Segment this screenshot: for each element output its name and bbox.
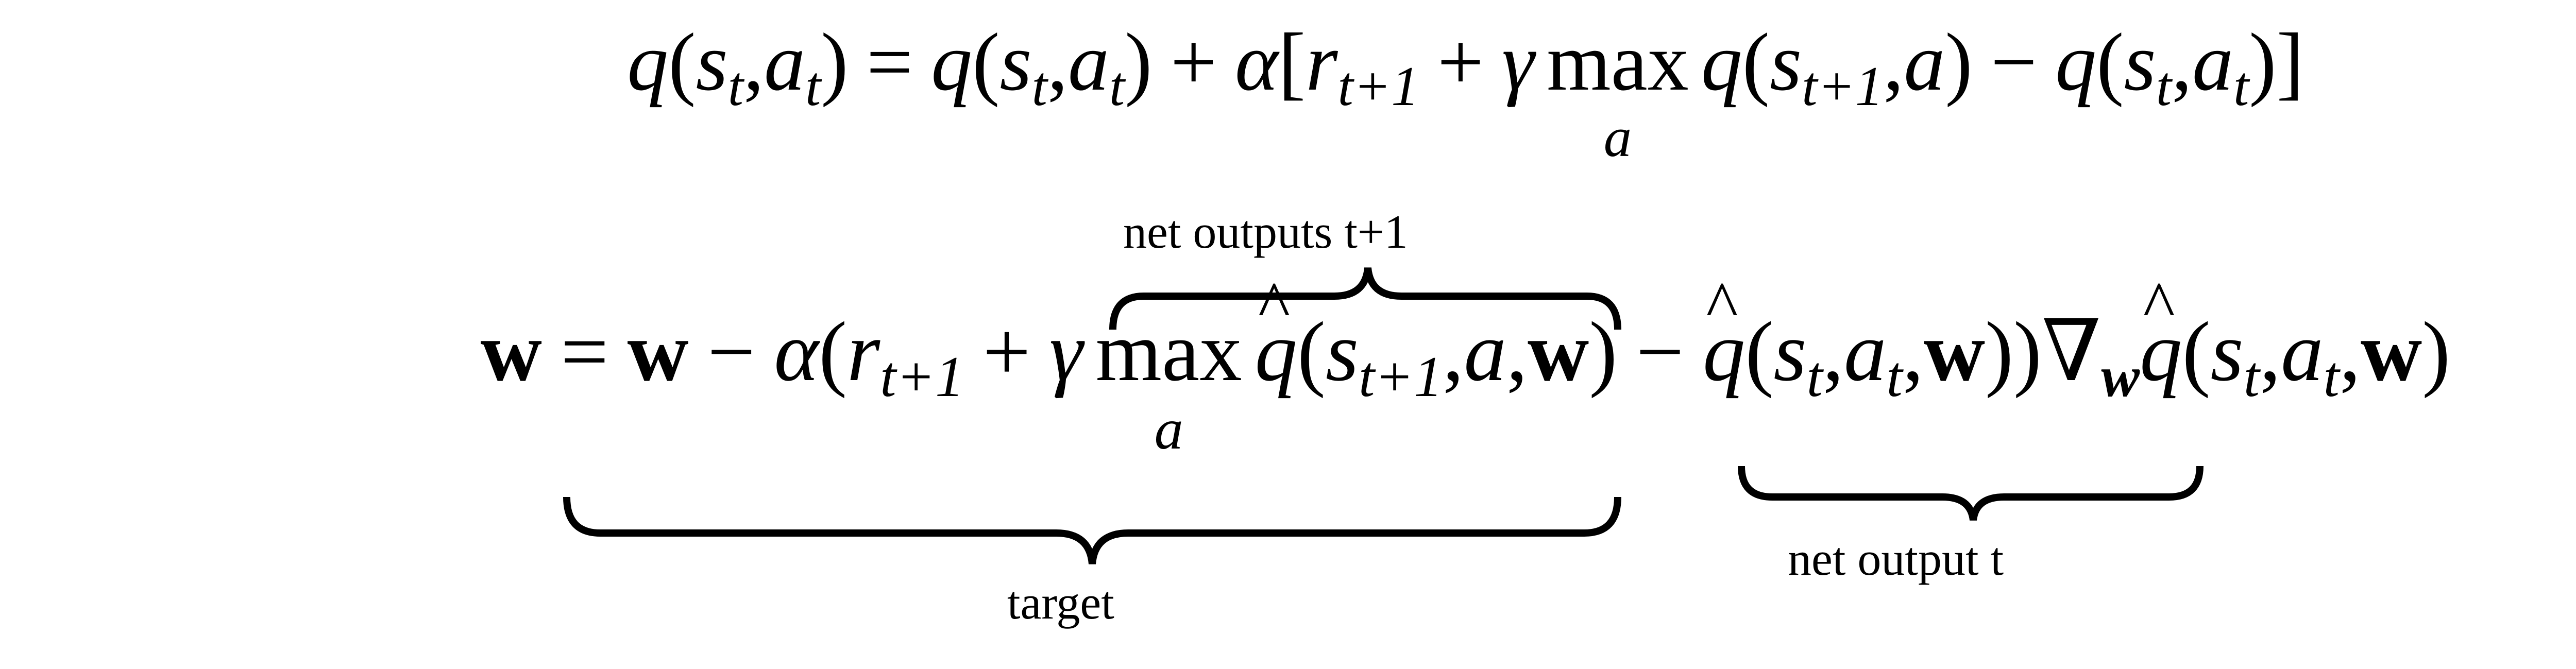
- symbol: ): [1985, 304, 2014, 399]
- underbrace-net-output: [1738, 466, 2204, 521]
- symbol: ): [821, 16, 849, 108]
- symbol: ,: [1883, 16, 1904, 108]
- symbol: ∇w: [2041, 304, 2140, 409]
- symbol: [: [1278, 16, 1306, 108]
- symbol: ,: [743, 16, 764, 108]
- operator: +: [1437, 16, 1484, 108]
- symbol: γ: [1049, 304, 1083, 399]
- symbol: ): [1125, 16, 1153, 108]
- symbol: q: [931, 16, 973, 108]
- operator: =: [866, 16, 913, 108]
- symbol: (: [668, 16, 696, 108]
- operator: −: [1990, 16, 2038, 108]
- symbol: a: [1464, 304, 1506, 399]
- symbol: ): [1945, 16, 1973, 108]
- operator: +: [982, 304, 1031, 399]
- symbol: ,: [2171, 16, 2192, 108]
- symbol: ,: [1443, 304, 1464, 399]
- symbol: ,: [2259, 304, 2281, 399]
- symbol: ,: [1506, 304, 1528, 399]
- symbol: (: [1297, 304, 1326, 399]
- symbol: q: [2055, 16, 2097, 108]
- symbol: q: [1701, 16, 1742, 108]
- symbol: α: [774, 304, 819, 399]
- operator: +: [1170, 16, 1217, 108]
- label-target: target: [1007, 576, 1114, 629]
- symbol: ,: [1047, 16, 1068, 108]
- symbol: ): [2422, 304, 2451, 399]
- symbol: ,: [1902, 304, 1924, 399]
- symbol: w: [2361, 304, 2422, 399]
- symbol: q: [1703, 271, 1745, 394]
- symbol: q: [2140, 271, 2182, 394]
- operator: −: [707, 304, 756, 399]
- symbol: ): [2249, 16, 2277, 108]
- symbol: (: [2182, 304, 2211, 399]
- symbol: a: [1904, 16, 1945, 108]
- overbrace-net-outputs: [1109, 267, 1621, 330]
- symbol: ): [1589, 304, 1618, 399]
- symbol: α: [1235, 16, 1278, 108]
- symbol: w: [1528, 304, 1589, 399]
- symbol: q: [1255, 271, 1297, 394]
- symbol: (: [1745, 304, 1774, 399]
- symbol: ): [2013, 304, 2042, 399]
- symbol: (: [819, 304, 848, 399]
- symbol: w: [627, 304, 689, 399]
- label-net-outputs-next: net outputs t+1: [1123, 205, 1408, 258]
- symbol: (: [2096, 16, 2124, 108]
- symbol: (: [1742, 16, 1770, 108]
- symbol: ]: [2276, 16, 2304, 108]
- operator: =: [561, 304, 609, 399]
- label-net-output-current: net output t: [1788, 533, 2004, 585]
- symbol: w: [1923, 304, 1986, 399]
- gradient-weight-update-equation: w=w−α(rt+1+γmaxaq(st+1,a,w)−q(st,at,w)) …: [0, 271, 2576, 462]
- underbrace-target: [563, 496, 1621, 564]
- symbol: γ: [1502, 16, 1535, 108]
- symbol: w: [480, 304, 542, 399]
- symbol: (: [972, 16, 1000, 108]
- symbol: ,: [2339, 304, 2361, 399]
- symbol: ,: [1822, 304, 1844, 399]
- symbol: q: [627, 16, 669, 108]
- operator: −: [1636, 304, 1684, 399]
